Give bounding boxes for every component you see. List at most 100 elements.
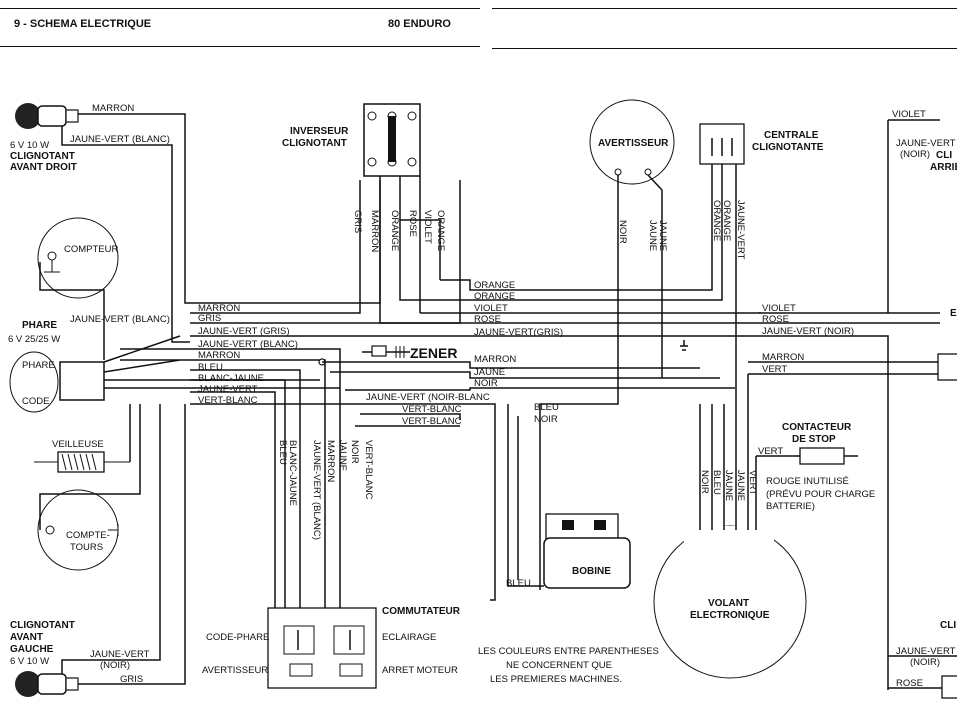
clig-ar-g-name: CLI <box>940 620 956 631</box>
clig-ad-rating: 6 V 10 W <box>10 140 49 151</box>
vlabel-jaune: JAUNE <box>337 440 348 471</box>
wire-label-bleu: BLEU <box>198 362 223 373</box>
clig-ad-name-2: AVANT DROIT <box>10 162 77 173</box>
wire-label-marron-r: MARRON <box>762 352 804 363</box>
wire-label-noir-arg: (NOIR) <box>910 657 940 668</box>
wire-label-vert-r: VERT <box>762 364 787 375</box>
commutateur-eclairage: ECLAIRAGE <box>382 632 436 643</box>
bobine-label: BOBINE <box>572 566 611 577</box>
wire-label-gris: GRIS <box>198 313 221 324</box>
header-rule-left <box>0 8 480 9</box>
commutateur <box>267 607 377 689</box>
wire-label-jaune: JAUNE <box>474 367 505 378</box>
commutateur-avertisseur: AVERTISSEUR <box>202 665 268 676</box>
wire-label-gris-ag: GRIS <box>120 674 143 685</box>
vlabel-marron-2: MARRON <box>325 440 336 482</box>
vlabel-gris: GRIS <box>352 210 363 233</box>
bulb-icon-2 <box>15 671 41 697</box>
vlabel-jaune-avert: JAUNE <box>647 220 658 251</box>
clig-ar-d-name-1: CLI <box>936 150 952 161</box>
vlabel-blanc-jaune: BLANC-JAUNE <box>287 440 298 506</box>
header-rule-left-lower <box>0 46 480 47</box>
commutateur-code-phare: CODE-PHARE <box>206 632 269 643</box>
contacteur-stop-switch <box>799 447 858 465</box>
wire-label-marron-2: MARRON <box>198 303 240 314</box>
clignotant-avant-droit <box>15 103 79 129</box>
inverseur-label-2: CLIGNOTANT <box>282 138 347 149</box>
centrale-label-1: CENTRALE <box>764 130 819 141</box>
wire-label-rose-arg: ROSE <box>896 678 923 689</box>
page-title: 9 - SCHEMA ELECTRIQUE <box>14 18 152 30</box>
main-harness <box>120 180 496 620</box>
vlabel-violet: VIOLET <box>422 210 433 244</box>
vlabel-vert-v: VERT <box>747 470 758 495</box>
wire-label-noir-paren-ag: (NOIR) <box>100 660 130 671</box>
wire-label-jv-gris-2: JAUNE-VERT(GRIS) <box>474 327 563 338</box>
clig-ag-name-2: AVANT <box>10 632 43 643</box>
compteur <box>37 217 119 299</box>
inverseur-clignotant <box>363 103 421 177</box>
contacteur-label-2: DE STOP <box>792 434 836 445</box>
clig-ag-name-1: CLIGNOTANT <box>10 620 75 631</box>
wire-label-vert-blanc-3: VERT-BLANC <box>402 416 462 427</box>
rouge-note-1: ROUGE INUTILISÉ <box>766 476 849 487</box>
wire-label-jv-blanc: JAUNE-VERT (BLANC) <box>70 134 170 145</box>
vlabel-noir-v: NOIR <box>699 470 710 494</box>
zener-label: ZENER <box>410 345 457 361</box>
volant-electronique <box>653 520 807 679</box>
wire-label-orange-2: ORANGE <box>474 291 515 302</box>
vlabel-jaune-v: JAUNE <box>723 470 734 501</box>
wire-label-orange-1: ORANGE <box>474 280 515 291</box>
phare-phare-label: PHARE <box>22 360 55 371</box>
rouge-note-2: (PRÉVU POUR CHARGE <box>766 489 875 500</box>
compteur-label: COMPTEUR <box>64 244 119 255</box>
wire-label-noir-b: NOIR <box>534 414 558 425</box>
wire-label-jv-gris: JAUNE-VERT (GRIS) <box>198 326 290 337</box>
volant-label-1: VOLANT <box>708 598 749 609</box>
commutateur-label: COMMUTATEUR <box>382 606 461 617</box>
wire-label-jv-blanc-3: JAUNE-VERT (BLANC) <box>198 339 298 350</box>
centrale-label-2: CLIGNOTANTE <box>752 142 824 153</box>
wire-label-rose: ROSE <box>474 314 501 325</box>
note-line-1: LES COULEURS ENTRE PARENTHESES <box>478 646 659 657</box>
wire-label-jv-blanc-2: JAUNE-VERT (BLANC) <box>70 314 170 325</box>
wire-label-marron-3: MARRON <box>198 350 240 361</box>
vlabel-rose: ROSE <box>407 210 418 237</box>
vlabel-jaune-2: JAUNE <box>657 220 668 251</box>
clig-ag-name-3: GAUCHE <box>10 644 54 655</box>
wire-label-jv-noir: JAUNE-VERT (NOIR) <box>762 326 854 337</box>
phare-code-label: CODE <box>22 396 49 407</box>
header-rule-right-lower <box>492 48 957 49</box>
vlabel-bleu: BLEU <box>277 440 288 465</box>
vlabel-orange-2: ORANGE <box>435 210 446 251</box>
vlabel-jv-blanc: JAUNE-VERT (BLANC) <box>311 440 322 540</box>
phare-lamp <box>9 351 105 413</box>
avertisseur-label: AVERTISSEUR <box>598 138 669 149</box>
wire-label-violet-r: VIOLET <box>762 303 796 314</box>
veilleuse-lamp <box>34 451 130 473</box>
wire-label-noir-ar: (NOIR) <box>900 149 930 160</box>
zener-diode <box>318 345 410 366</box>
vlabel-jaune-v2: JAUNE <box>735 470 746 501</box>
wire-label-blanc-jaune: BLANC-JAUNE <box>198 373 264 384</box>
vlabel-jv-c: JAUNE-VERT <box>735 200 746 260</box>
vlabel-bleu-v: BLEU <box>711 470 722 495</box>
clignotant-avant-gauche <box>15 671 79 697</box>
wire-label-violet: VIOLET <box>474 303 508 314</box>
wire-label-violet-ar: VIOLET <box>892 109 926 120</box>
vlabel-noir: NOIR <box>349 440 360 464</box>
wire-label-marron-4: MARRON <box>474 354 516 365</box>
volant-label-2: ELECTRONIQUE <box>690 610 770 621</box>
phare-rating: 6 V 25/25 W <box>8 334 60 345</box>
vlabel-orange-c2: ORANGE <box>721 200 732 241</box>
bobine-coil <box>543 513 631 589</box>
wire-label-jv-noir-blanc: JAUNE-VERT (NOIR-BLANC <box>366 392 490 403</box>
contacteur-label-1: CONTACTEUR <box>782 422 852 433</box>
vlabel-orange-c: ORANGE <box>711 200 722 241</box>
note-line-2: NE CONCERNENT QUE <box>506 660 612 671</box>
wire-label-jv-ag: JAUNE-VERT <box>90 649 150 660</box>
centrale-clignotante <box>699 123 745 165</box>
